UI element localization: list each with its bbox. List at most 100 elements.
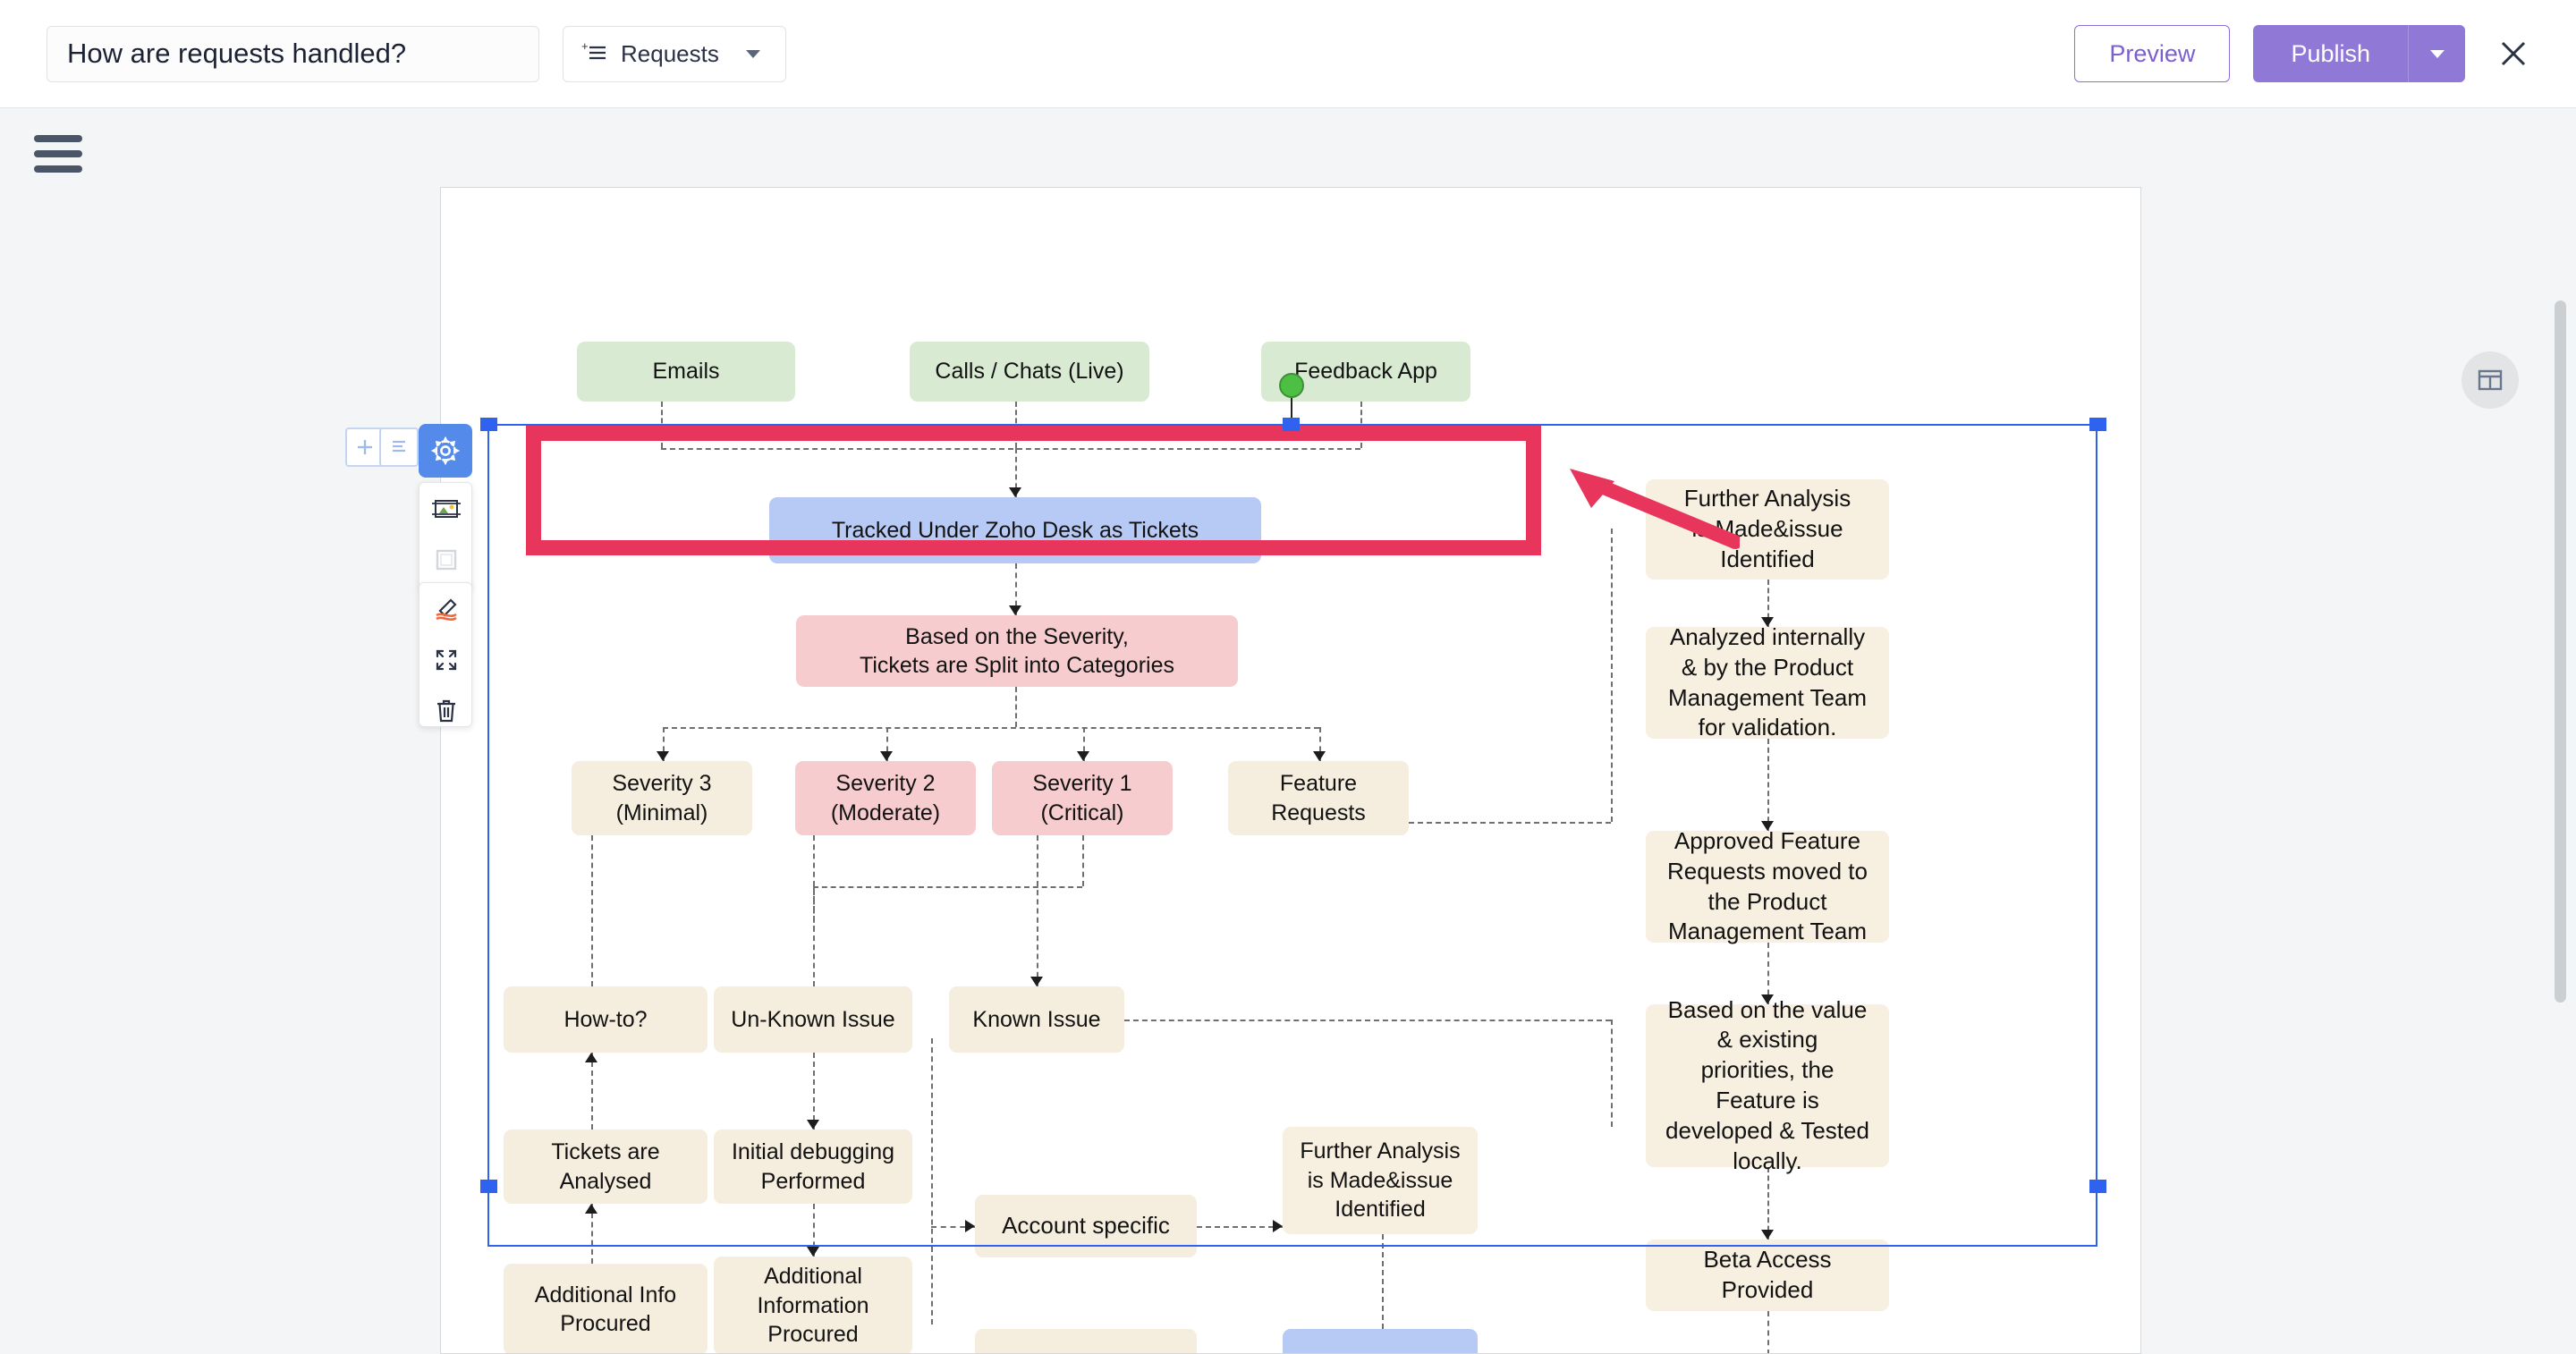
flow-node-label: Emails: [652, 359, 720, 385]
flow-connector: [813, 886, 1082, 888]
flow-connector: [663, 727, 1319, 729]
flow-node-label: Further Analysis is Made&issue Identifie…: [1683, 485, 1852, 572]
flow-node[interactable]: Severity 3 (Minimal): [572, 761, 752, 835]
flow-node-label: Based on the value & existing priorities…: [1665, 995, 1869, 1174]
insert-image-button[interactable]: [419, 483, 473, 534]
frame-tool-button[interactable]: [419, 534, 473, 585]
expand-button[interactable]: [419, 634, 473, 685]
flow-node[interactable]: How-to?: [504, 986, 708, 1053]
flow-type-dropdown[interactable]: + Requests: [563, 25, 786, 82]
flow-connector: [1360, 402, 1362, 448]
flow-node[interactable]: Tracked Under Zoho Desk as Tickets: [769, 497, 1261, 563]
flow-node[interactable]: Emails: [577, 342, 795, 402]
publish-button-group: Publish: [2253, 25, 2465, 82]
flow-node-label: Calls / Chats (Live): [935, 359, 1124, 385]
highlighter-button[interactable]: [419, 583, 473, 634]
flow-arrowhead: [657, 751, 669, 761]
hamburger-menu-icon[interactable]: [34, 135, 82, 174]
flow-node[interactable]: Based on the value & existing priorities…: [1646, 996, 1889, 1174]
flow-node-partial[interactable]: [975, 1329, 1197, 1353]
flow-node[interactable]: Known Issue: [949, 986, 1124, 1053]
flow-arrowhead: [585, 1053, 597, 1062]
flow-connector: [1611, 1020, 1613, 1127]
flow-node[interactable]: Approved Feature Requests moved to the P…: [1646, 827, 1889, 944]
toggle-panel-button[interactable]: [2462, 351, 2519, 409]
flow-node[interactable]: Severity 1 (Critical): [992, 761, 1173, 835]
flow-node-partial[interactable]: [1283, 1329, 1478, 1353]
media-tool-group: [419, 482, 472, 591]
flow-node[interactable]: Calls / Chats (Live): [910, 342, 1149, 402]
resize-handle-top-center[interactable]: [1283, 418, 1300, 431]
flow-arrowhead: [965, 1220, 975, 1232]
flow-node[interactable]: Feature Requests: [1228, 761, 1409, 835]
flow-connector: [1767, 1167, 1769, 1240]
add-list-icon: +: [581, 39, 608, 68]
flow-arrowhead: [1009, 487, 1021, 497]
flow-arrowhead: [585, 1204, 597, 1214]
flow-node[interactable]: Initial debugging Performed: [714, 1130, 912, 1204]
resize-handle-top-right[interactable]: [2089, 418, 2106, 431]
flow-node-label: Approved Feature Requests moved to the P…: [1666, 826, 1868, 945]
flow-node[interactable]: Severity 2 (Moderate): [795, 761, 976, 835]
flow-connector: [661, 448, 1360, 450]
flow-arrowhead: [807, 1247, 819, 1257]
rotate-handle[interactable]: [1279, 373, 1304, 398]
flow-node-label: Feature Requests: [1271, 771, 1366, 825]
add-element-button[interactable]: [345, 427, 385, 467]
flow-connector: [1409, 822, 1611, 824]
frame-icon: [436, 549, 457, 570]
chevron-down-icon: [2429, 49, 2445, 58]
flow-connector: [661, 402, 663, 448]
flow-arrowhead: [1273, 1220, 1283, 1232]
flow-connector: [886, 727, 888, 761]
flow-node-label: Un-Known Issue: [731, 1006, 895, 1032]
flow-arrowhead: [1313, 751, 1326, 761]
resize-handle-right-middle[interactable]: [2089, 1180, 2106, 1193]
gear-icon: [430, 436, 461, 466]
duplicate-element-button[interactable]: [379, 427, 419, 467]
resize-handle-top-left[interactable]: [480, 418, 497, 431]
flow-connector: [1319, 727, 1321, 761]
flow-connector: [1015, 687, 1017, 727]
flow-arrowhead: [1761, 1230, 1774, 1240]
flow-connector: [1767, 943, 1769, 1004]
resize-handle-left-middle[interactable]: [480, 1180, 497, 1193]
flow-node[interactable]: Tickets are Analysed: [504, 1130, 708, 1204]
vertical-scrollbar[interactable]: [2555, 300, 2566, 1003]
flow-node[interactable]: Account specific: [975, 1195, 1197, 1257]
flow-node[interactable]: Beta Access Provided: [1646, 1240, 1889, 1311]
flow-node-label: Beta Access Provided: [1703, 1246, 1832, 1303]
flow-node[interactable]: Based on the Severity, Tickets are Split…: [796, 615, 1238, 687]
flow-node[interactable]: Further Analysis is Made&issue Identifie…: [1646, 479, 1889, 580]
flow-arrowhead: [1761, 821, 1774, 831]
plus-icon: [358, 440, 372, 454]
flow-title-input[interactable]: [47, 25, 539, 82]
flow-node-label: Known Issue: [972, 1006, 1101, 1032]
element-settings-button[interactable]: [419, 424, 472, 478]
flow-connector: [1611, 529, 1613, 822]
flow-arrowhead: [1077, 751, 1089, 761]
publish-button[interactable]: Publish: [2253, 25, 2408, 82]
close-button[interactable]: [2488, 29, 2538, 79]
image-icon: [432, 499, 461, 518]
flow-node[interactable]: Analyzed internally & by the Product Man…: [1646, 623, 1889, 740]
flow-node-label: Tickets are Analysed: [551, 1139, 660, 1194]
flow-node[interactable]: Un-Known Issue: [714, 986, 912, 1053]
flow-node[interactable]: Additional Info Procured: [504, 1264, 708, 1353]
flow-node[interactable]: Further Analysis is Made&issue Identifie…: [1283, 1127, 1478, 1234]
flow-node-label: Account specific: [1002, 1212, 1170, 1240]
top-toolbar: + Requests Preview Publish: [0, 0, 2576, 108]
flow-connector: [1037, 835, 1038, 986]
flow-node-label: Additional Information Procured: [757, 1264, 869, 1348]
flow-node[interactable]: Feedback App: [1261, 342, 1470, 402]
close-icon: [2501, 41, 2526, 66]
publish-options-button[interactable]: [2408, 25, 2465, 82]
delete-button[interactable]: [419, 685, 473, 736]
flow-node-label: Feedback App: [1294, 359, 1437, 385]
flow-connector: [1015, 448, 1017, 497]
flow-node[interactable]: Additional Information Procured: [714, 1257, 912, 1353]
layout-panel-icon: [2478, 369, 2503, 391]
preview-button[interactable]: Preview: [2074, 25, 2231, 82]
flow-node-label: Initial debugging Performed: [731, 1139, 895, 1194]
